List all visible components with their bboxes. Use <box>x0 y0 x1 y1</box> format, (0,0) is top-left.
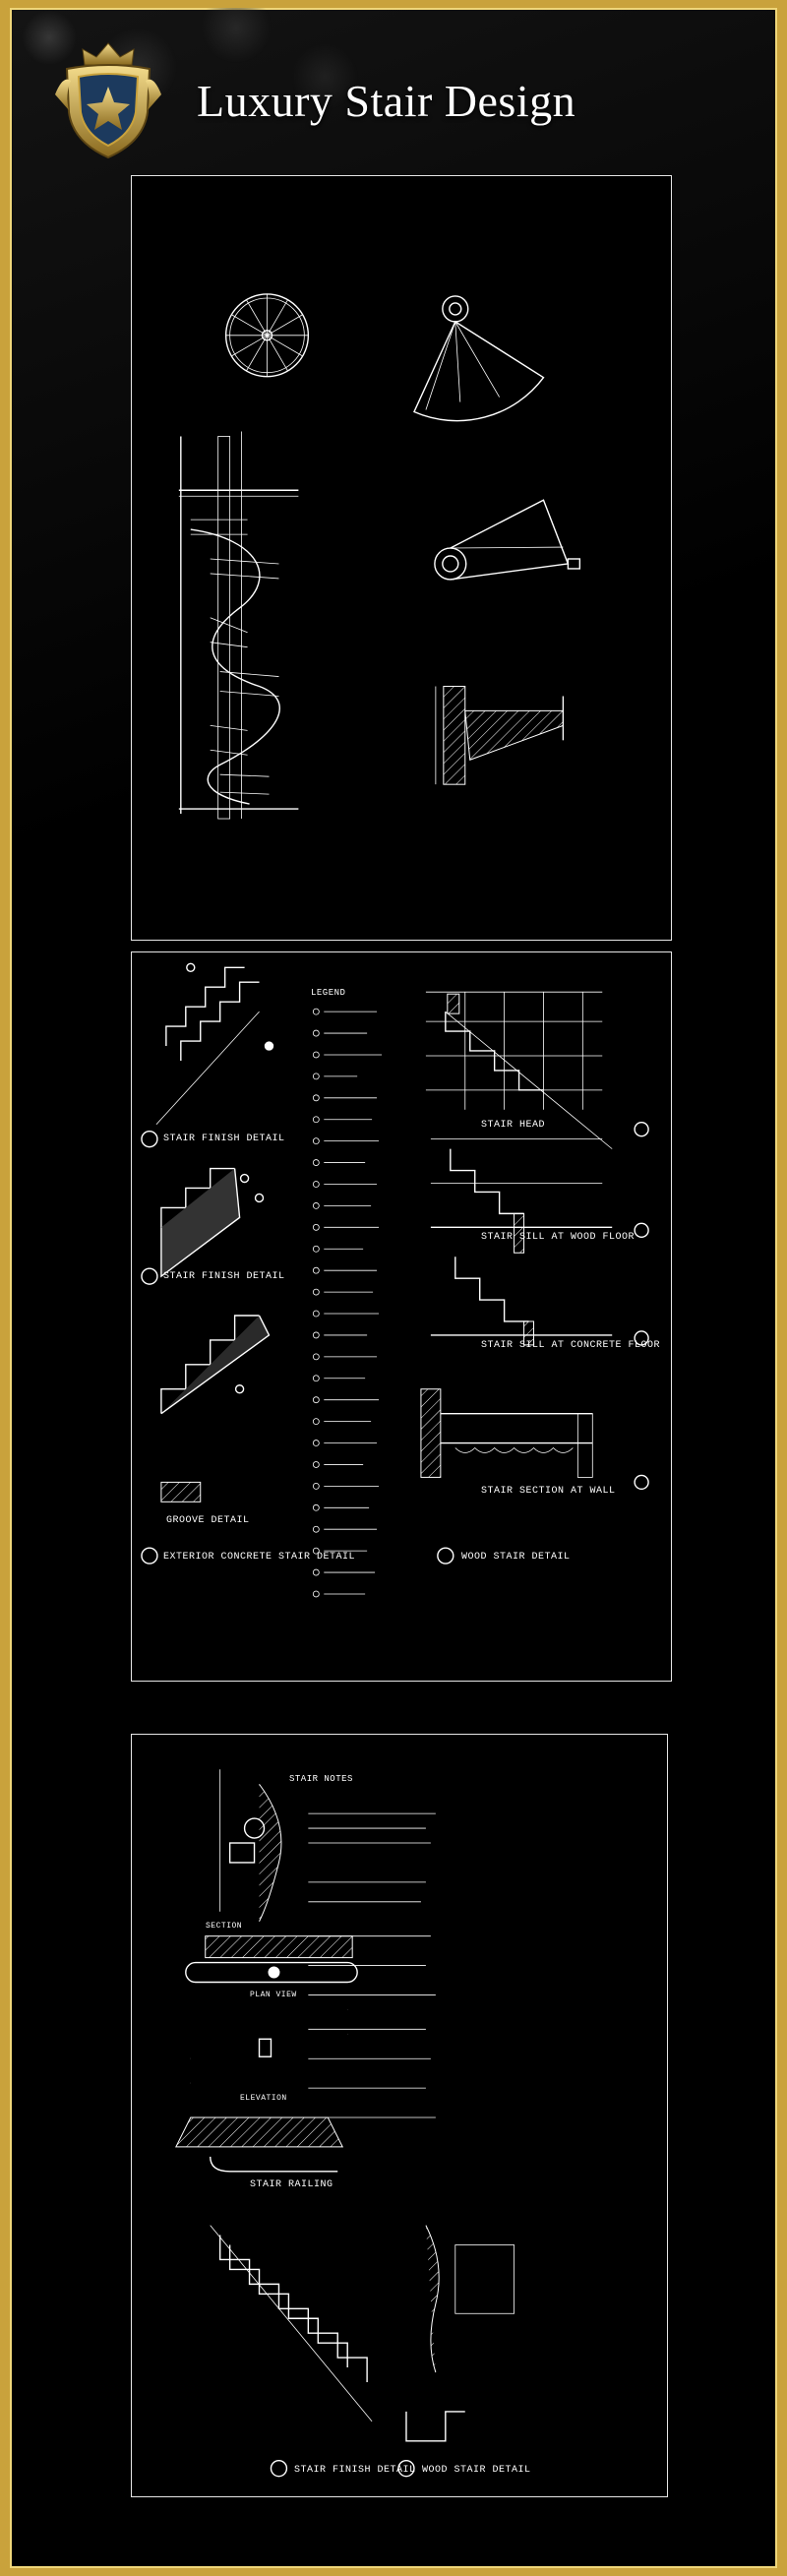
legend-lines <box>324 1011 383 1595</box>
stair-notes-title: STAIR NOTES <box>289 1774 353 1784</box>
label-elevation: ELEVATION <box>240 2094 287 2103</box>
label-stair-railing: STAIR RAILING <box>250 2179 333 2190</box>
label-section-wall: STAIR SECTION AT WALL <box>481 1486 616 1497</box>
spiral-stair-sheet <box>131 175 672 941</box>
label-groove-detail: GROOVE DETAIL <box>166 1515 250 1526</box>
railing-elevation <box>190 2007 348 2085</box>
railing-plan <box>185 1935 358 1984</box>
legend-title: LEGEND <box>311 988 346 998</box>
header: Luxury Stair Design <box>10 8 777 175</box>
label-stair-finish-detail-1: STAIR FINISH DETAIL <box>163 1134 285 1144</box>
label-stair-finish-detail: STAIR FINISH DETAIL <box>294 2465 416 2476</box>
label-wood-stair-detail-3: WOOD STAIR DETAIL <box>422 2465 531 2476</box>
exterior-concrete-detail <box>160 1315 271 1503</box>
stair-sill-concrete-detail <box>430 1257 613 1346</box>
stair-head-detail <box>425 991 613 1149</box>
finish-detail-1 <box>155 962 274 1125</box>
royal-crest-icon <box>55 42 161 159</box>
page-title: Luxury Stair Design <box>197 76 576 126</box>
label-section: SECTION <box>206 1922 243 1931</box>
spiral-elevation <box>178 431 299 820</box>
stair-sill-wood-detail <box>430 1138 613 1254</box>
railing-drawing <box>175 1769 515 2478</box>
railing-base <box>175 2116 344 2173</box>
stair-detail-sheet: LEGEND STAIR FINISH DETAIL STAIR FINISH … <box>131 951 672 1682</box>
label-sill-concrete: STAIR SILL AT CONCRETE FLOOR <box>481 1340 661 1351</box>
railing-sheet: STAIR NOTES SECTION PLAN VIEW ELEVATION … <box>131 1734 668 2497</box>
label-stair-finish-detail-2: STAIR FINISH DETAIL <box>163 1271 285 1282</box>
tread-fan-plan <box>413 295 545 422</box>
stair-section-wall-detail <box>420 1388 593 1478</box>
wood-stair-right <box>397 2225 515 2478</box>
label-exterior-concrete: EXTERIOR CONCRETE STAIR DETAIL <box>163 1552 356 1563</box>
spiral-plan <box>224 293 310 378</box>
stair-detail-drawing <box>141 962 649 1598</box>
label-stair-head: STAIR HEAD <box>481 1120 546 1131</box>
stair-finish-stepped <box>210 2225 373 2478</box>
section-markers <box>141 1122 649 1564</box>
legend-bullets <box>312 1008 320 1598</box>
spiral-stair-drawing <box>178 293 581 820</box>
stair-notes-bullets <box>308 1812 436 2118</box>
label-plan-view: PLAN VIEW <box>250 1991 297 1999</box>
label-wood-stair-detail: WOOD STAIR DETAIL <box>461 1552 571 1563</box>
label-sill-wood: STAIR SILL AT WOOD FLOOR <box>481 1232 636 1243</box>
finish-detail-2 <box>160 1167 265 1278</box>
tread-plan-detail <box>434 499 581 581</box>
bracket-section <box>435 686 565 785</box>
railing-section <box>219 1769 282 1922</box>
